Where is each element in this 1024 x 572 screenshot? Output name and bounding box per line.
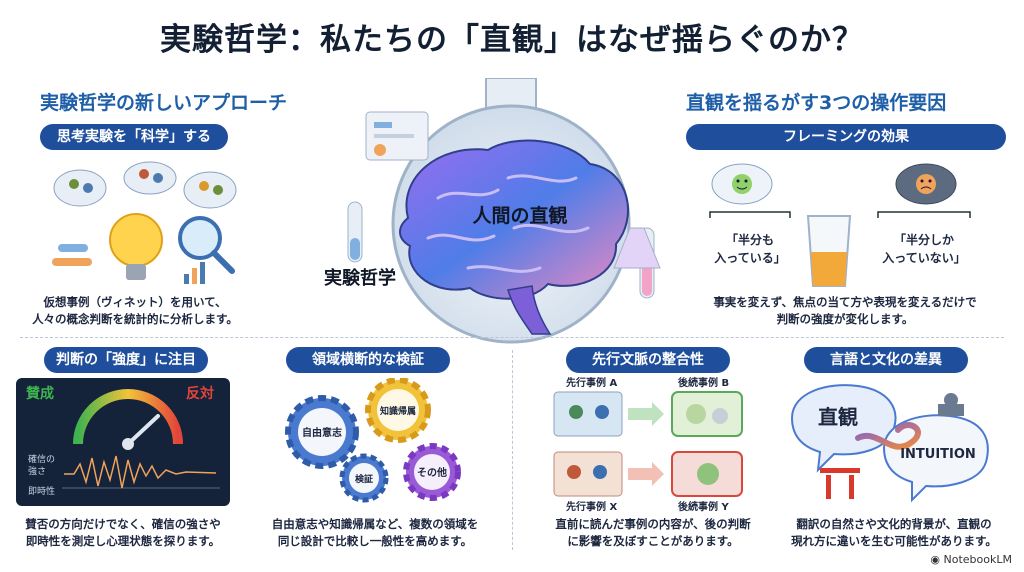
- happy-face-cloud-icon: [711, 163, 773, 205]
- pill-judgment-strength: 判断の「強度」に注目: [44, 347, 208, 373]
- crossdomain-caption-line2: 同じ設計で比較し一般性を高めます。: [277, 534, 473, 548]
- language-bubbles-illustration: 直観 INTUITION: [790, 384, 989, 503]
- capitol-building-icon: [938, 393, 964, 416]
- page-title: 実験哲学：私たちの「直観」はなぜ揺らぐのか？: [160, 22, 864, 58]
- prior-case-a-label: 先行事例 A: [566, 376, 617, 389]
- science-illustration: [52, 161, 237, 284]
- brain-icon: [399, 139, 629, 335]
- left-section-caption: 仮想事例（ヴィネット）を用いて、 人々の概念判断を統計的に分析します。: [20, 294, 250, 328]
- immediacy-label: 即時性: [28, 485, 55, 497]
- left-caption-line1: 仮想事例（ヴィネット）を用いて、: [43, 295, 227, 309]
- agree-label: 賛成: [26, 385, 54, 402]
- gear-icon: [339, 453, 389, 503]
- left-section-heading: 実験哲学の新しいアプローチ: [40, 92, 288, 114]
- strength-caption: 賛否の方向だけでなく、確信の強さや 即時性を測定し心理状態を探ります。: [16, 516, 230, 550]
- strength-caption-line2: 即時性を測定し心理状態を探ります。: [25, 534, 221, 548]
- japanese-word: 直観: [818, 405, 858, 429]
- horizontal-divider: [20, 337, 1004, 338]
- signal-wave: [64, 455, 217, 489]
- english-word: INTUITION: [900, 447, 976, 462]
- gear-label-other: その他: [417, 466, 447, 479]
- gear-icon: [285, 395, 359, 469]
- gear-label-free-will: 自由意志: [302, 426, 342, 439]
- context-cases-illustration: 先行事例 A 後続事例 B 先行事例 X 後続事例 Y: [553, 376, 743, 513]
- strength-caption-line1: 賛否の方向だけでなく、確信の強さや: [25, 517, 221, 531]
- gauge-needle: [126, 414, 160, 446]
- brain-flask-illustration: 人間の直観 実験哲学: [324, 78, 661, 344]
- quote-half-full-line2: 入っている」: [714, 251, 785, 265]
- gear-icon: [403, 443, 461, 501]
- right-caption-line2: 判断の強度が変化します。: [776, 312, 914, 326]
- notebooklm-icon: ◉: [930, 553, 944, 566]
- quote-half-empty-line2: 入っていない」: [882, 251, 965, 265]
- gears-illustration: 自由意志 知識帰属 検証 その他: [285, 378, 461, 503]
- pill-language-culture: 言語と文化の差異: [804, 347, 968, 373]
- sad-face-cloud-icon: [895, 163, 957, 205]
- right-caption-line1: 事実を変えず、焦点の当て方や表現を変えるだけで: [713, 295, 977, 309]
- subsequent-case-b-label: 後続事例 B: [678, 376, 729, 389]
- brand-logo: ◉ NotebookLM: [930, 553, 1012, 566]
- quote-half-full-line1: 「半分も: [726, 232, 774, 247]
- language-caption-line2: 現れ方に違いを生む可能性があります。: [791, 534, 997, 548]
- oppose-label: 反対: [186, 385, 214, 402]
- sad-face-icon: [697, 463, 719, 485]
- vertical-divider: [512, 350, 513, 550]
- context-caption-line2: に影響を及ぼすことがあります。: [567, 534, 739, 548]
- lightbulb-icon: [109, 213, 163, 280]
- right-section-heading: 直観を揺るがす3つの操作要因: [686, 92, 947, 114]
- brand-label: NotebookLM: [943, 553, 1012, 566]
- gear-icon: [365, 378, 431, 443]
- subsequent-case-y-label: 後続事例 Y: [678, 500, 729, 513]
- context-caption-line1: 直前に読んだ事例の内容が、後の判断: [555, 517, 751, 531]
- framing-illustration: 「半分も 入っている」 「半分しか 入っていない」: [709, 163, 971, 287]
- language-caption-line1: 翻訳の自然さや文化的背景が、直観の: [796, 517, 992, 531]
- half-glass-icon: [806, 215, 852, 287]
- crossdomain-caption-line1: 自由意志や知識帰属など、複数の領域を: [271, 517, 479, 531]
- magnifier-icon: [178, 216, 235, 274]
- confidence-label-line1: 確信の: [28, 453, 55, 465]
- brain-label: 人間の直観: [472, 204, 567, 227]
- flask-label: 実験哲学: [324, 267, 396, 289]
- pill-cross-domain: 領域横断的な検証: [286, 347, 450, 373]
- quote-half-empty-line1: 「半分しか: [894, 232, 954, 247]
- pill-framing-effect: フレーミングの効果: [686, 124, 1006, 150]
- crossdomain-caption: 自由意志や知識帰属など、複数の領域を 同じ設計で比較し一般性を高めます。: [262, 516, 488, 550]
- pill-science-thought-experiment: 思考実験を「科学」する: [40, 124, 228, 150]
- language-caption: 翻訳の自然さや文化的背景が、直観の 現れ方に違いを生む可能性があります。: [776, 516, 1012, 550]
- pill-context-consistency: 先行文脈の整合性: [566, 347, 730, 373]
- strength-gauge-panel: 賛成 反対 確信の 強さ 即時性: [16, 378, 230, 506]
- context-caption: 直前に読んだ事例の内容が、後の判断 に影響を及ぼすことがあります。: [540, 516, 766, 550]
- prior-case-x-label: 先行事例 X: [566, 500, 617, 513]
- confidence-label-line2: 強さ: [28, 465, 46, 477]
- gear-label-knowledge: 知識帰属: [379, 405, 416, 417]
- right-section-caption: 事実を変えず、焦点の当て方や表現を変えるだけで 判断の強度が変化します。: [690, 294, 1000, 328]
- torii-icon: [820, 468, 860, 499]
- left-caption-line2: 人々の概念判断を統計的に分析します。: [32, 312, 238, 326]
- gear-label-verification: 検証: [355, 473, 373, 485]
